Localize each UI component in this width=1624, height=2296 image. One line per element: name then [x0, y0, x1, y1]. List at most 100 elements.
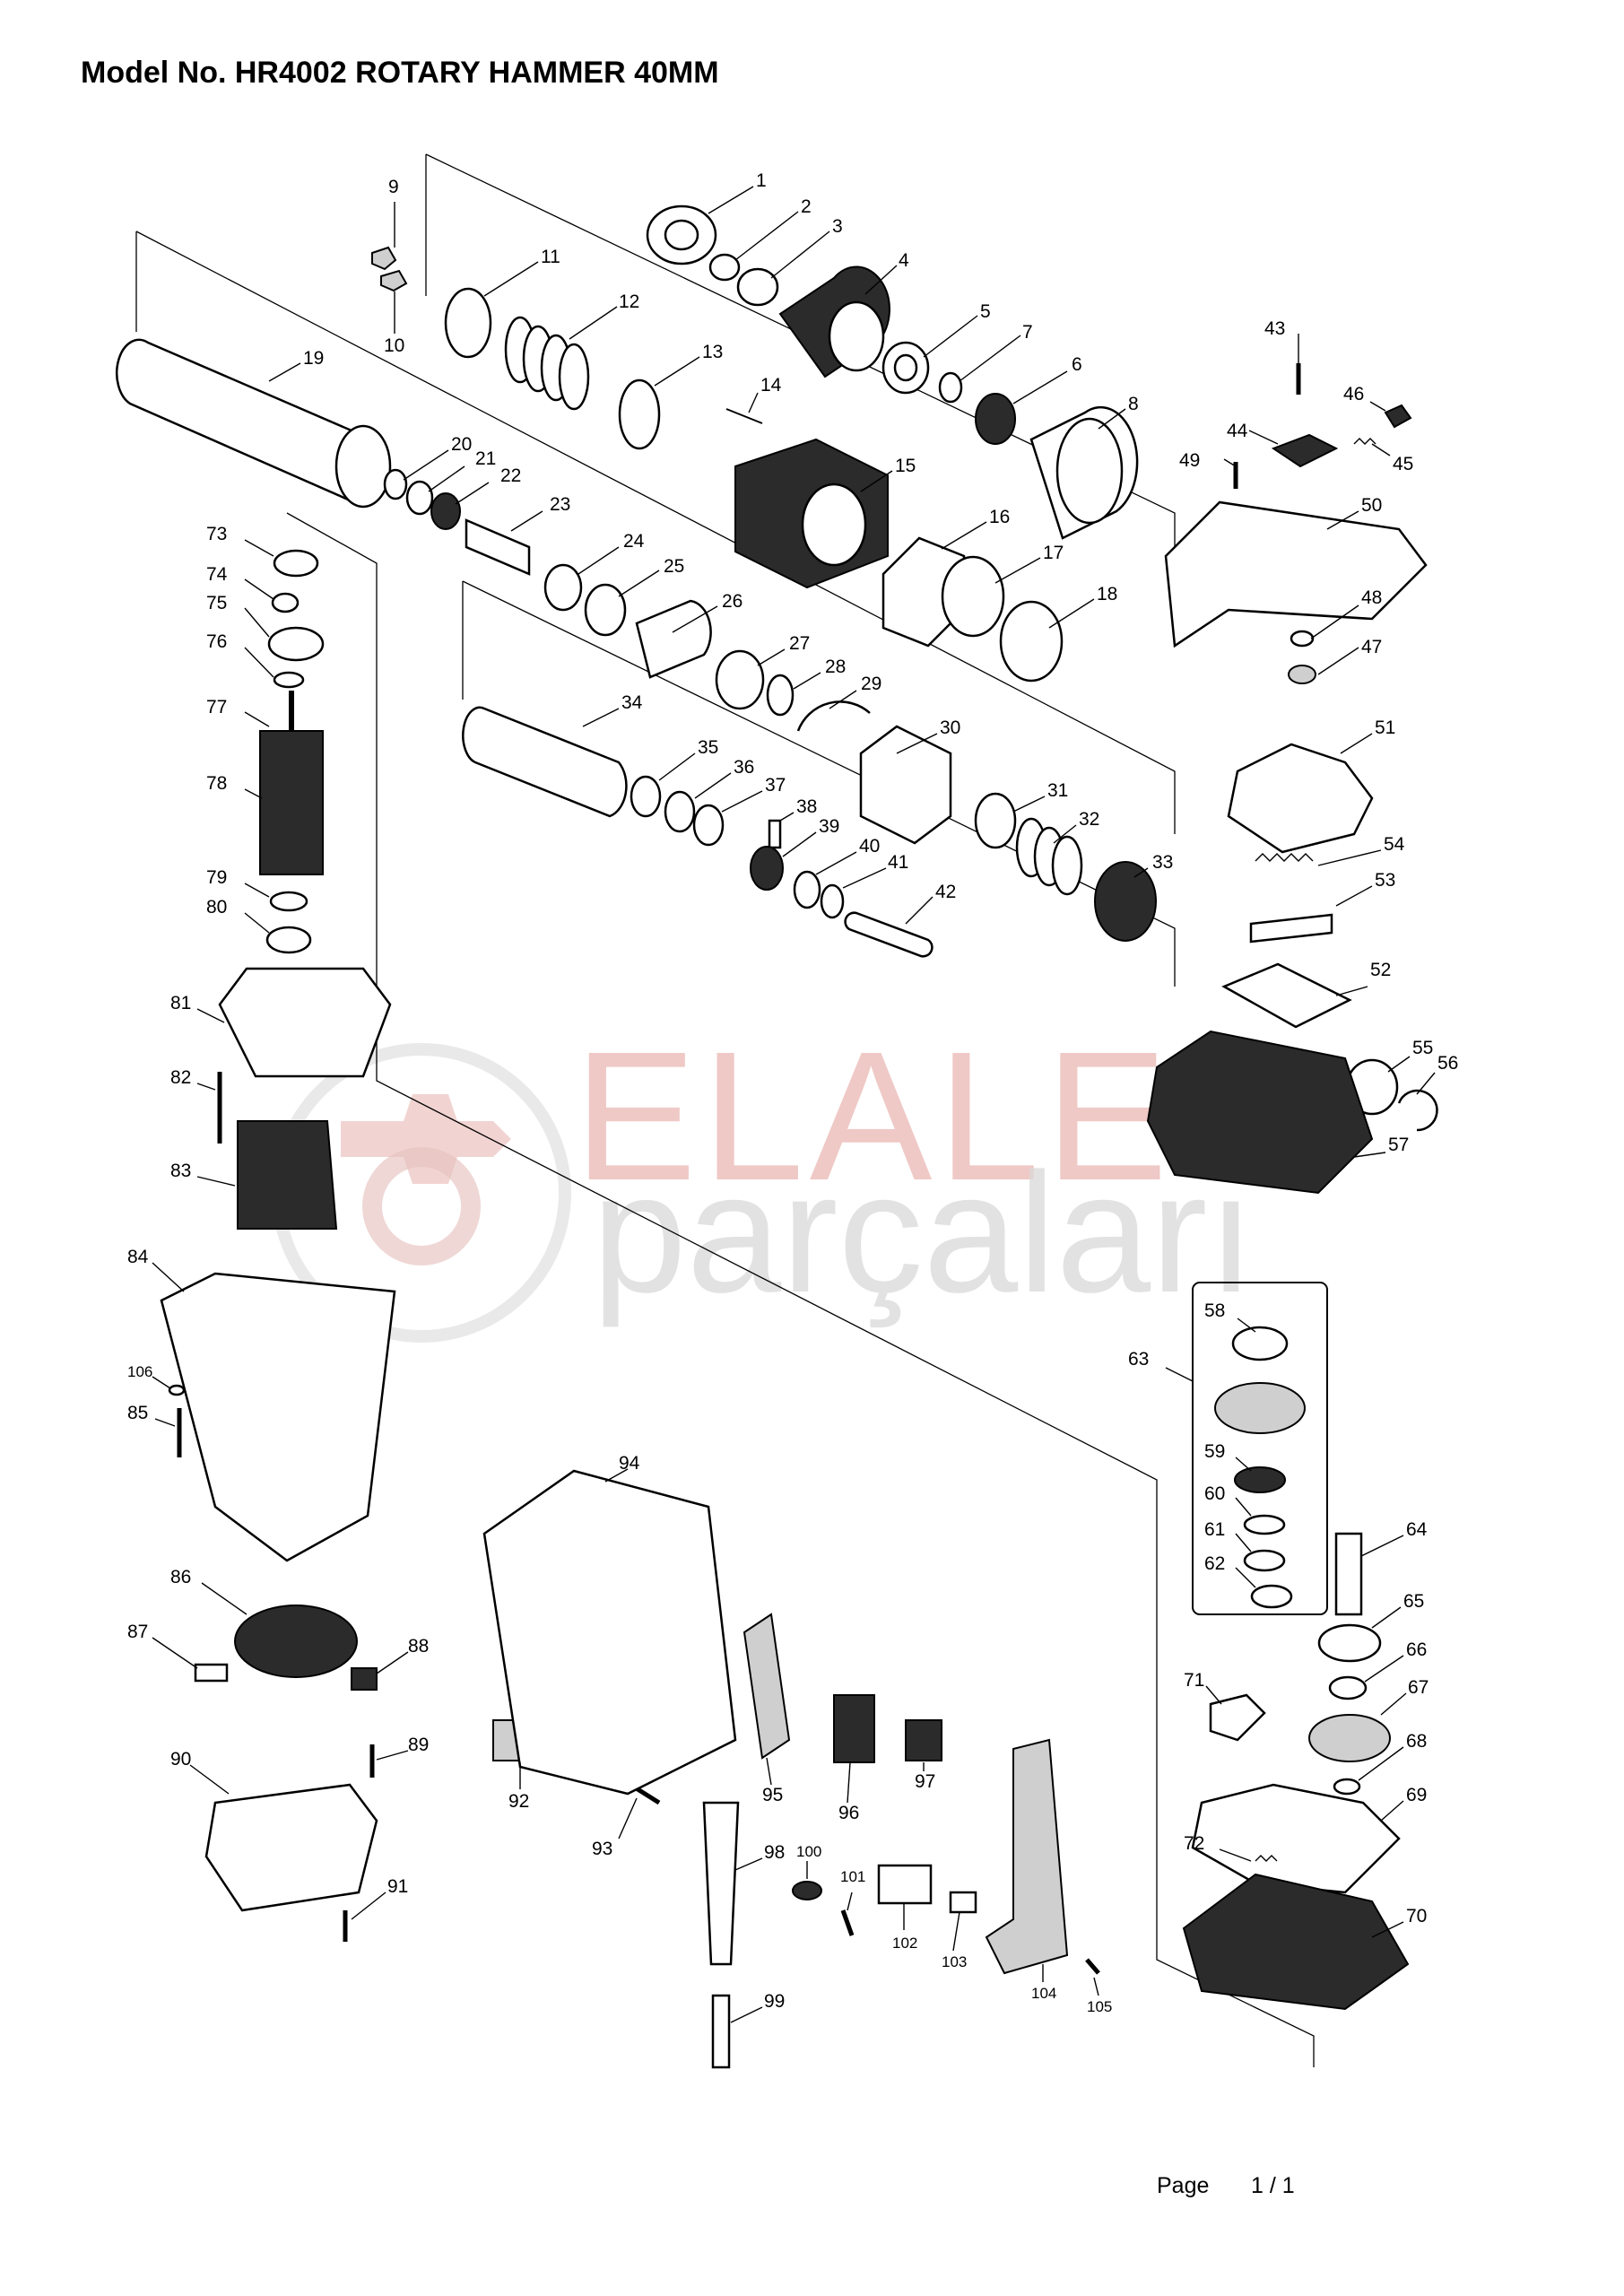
callout-64: 64 — [1406, 1519, 1428, 1540]
part-44-shape — [1271, 433, 1339, 468]
callout-99: 99 — [764, 1991, 785, 2012]
callout-86: 86 — [170, 1567, 191, 1587]
callout-63: 63 — [1128, 1349, 1149, 1370]
part-21-shape — [405, 480, 434, 516]
callout-17: 17 — [1043, 543, 1064, 563]
callout-82: 82 — [170, 1067, 191, 1088]
callout-33: 33 — [1152, 852, 1173, 873]
callout-70: 70 — [1406, 1906, 1427, 1926]
callout-53: 53 — [1375, 870, 1395, 891]
callout-57: 57 — [1388, 1135, 1409, 1155]
callout-26: 26 — [722, 591, 743, 612]
callout-76: 76 — [206, 631, 227, 652]
callout-25: 25 — [664, 556, 684, 577]
part-83-shape — [237, 1120, 338, 1230]
part-28-shape — [766, 674, 795, 717]
callout-16: 16 — [989, 507, 1010, 527]
callout-92: 92 — [508, 1791, 529, 1812]
part-81-shape — [218, 967, 392, 1078]
callout-68: 68 — [1406, 1731, 1427, 1752]
part-64-shape — [1334, 1532, 1363, 1616]
part-17-shape — [941, 555, 1005, 638]
callout-66: 66 — [1406, 1639, 1427, 1660]
callout-5: 5 — [980, 301, 991, 322]
callout-12: 12 — [619, 291, 639, 312]
callout-50: 50 — [1361, 495, 1382, 516]
callout-60: 60 — [1204, 1483, 1225, 1504]
callout-51: 51 — [1375, 718, 1395, 738]
callout-106: 106 — [127, 1363, 152, 1380]
callout-85: 85 — [127, 1403, 148, 1423]
callout-45: 45 — [1393, 454, 1413, 474]
callout-18: 18 — [1097, 584, 1117, 604]
part-40-shape — [793, 870, 821, 909]
part-61-shape — [1243, 1549, 1286, 1572]
callout-67: 67 — [1408, 1677, 1429, 1698]
part-53-shape — [1249, 913, 1333, 944]
part-71-shape — [1209, 1693, 1266, 1742]
callout-6: 6 — [1072, 354, 1082, 375]
part-73-shape — [273, 549, 319, 578]
callout-labels: 1 2 3 4 5 6 7 8 9 10 11 12 13 14 15 16 1… — [127, 170, 1458, 2015]
part-68-shape — [1333, 1778, 1361, 1796]
part-41-shape — [820, 883, 845, 919]
part-97-shape — [905, 1719, 942, 1761]
callout-49: 49 — [1179, 450, 1200, 471]
callout-72: 72 — [1184, 1833, 1204, 1854]
part-6-shape — [975, 393, 1016, 445]
part-46-shape — [1384, 404, 1412, 429]
callout-20: 20 — [451, 434, 472, 455]
callout-38: 38 — [796, 796, 817, 817]
part-9-shape — [371, 246, 397, 271]
part-22-shape — [430, 492, 461, 530]
callout-93: 93 — [592, 1839, 612, 1859]
part-23-shape — [465, 518, 531, 576]
part-34-shape — [462, 706, 628, 818]
part-90-shape — [204, 1783, 378, 1912]
part-7-shape — [938, 371, 963, 404]
part-87-shape — [194, 1663, 229, 1683]
part-24-shape — [543, 563, 583, 612]
part-88-shape — [351, 1667, 378, 1691]
page-number: 1 / 1 — [1251, 2173, 1295, 2198]
callout-36: 36 — [734, 757, 754, 778]
callout-4: 4 — [899, 250, 909, 271]
callout-74: 74 — [206, 564, 228, 585]
callout-83: 83 — [170, 1161, 191, 1181]
part-99-shape — [711, 1994, 731, 2069]
part-3-shape — [736, 267, 779, 307]
part-100-shape — [792, 1881, 822, 1900]
callout-96: 96 — [838, 1803, 859, 1823]
callout-24: 24 — [623, 531, 645, 552]
callout-43: 43 — [1264, 318, 1285, 339]
callout-80: 80 — [206, 897, 227, 918]
callout-97: 97 — [915, 1771, 935, 1792]
callout-37: 37 — [765, 775, 786, 796]
callout-95: 95 — [762, 1785, 783, 1805]
part-69-shape — [1191, 1783, 1401, 1894]
part-45-shape — [1353, 438, 1376, 445]
part-78-shape — [259, 730, 324, 875]
part-47-shape — [1288, 665, 1316, 684]
callout-79: 79 — [206, 867, 227, 888]
part-14-shape — [725, 408, 763, 424]
part-104-shape — [985, 1738, 1069, 1975]
part-38-shape — [768, 819, 782, 849]
callout-104: 104 — [1031, 1985, 1056, 2002]
callout-46: 46 — [1343, 384, 1364, 404]
callout-29: 29 — [861, 674, 881, 694]
callout-94: 94 — [619, 1453, 640, 1474]
part-101-shape — [840, 1909, 855, 1936]
callout-100: 100 — [796, 1843, 821, 1860]
callout-103: 103 — [942, 1953, 967, 1970]
part-106-shape — [168, 1384, 186, 1396]
part-96-shape — [833, 1694, 875, 1763]
callout-89: 89 — [408, 1735, 429, 1755]
part-31-shape — [974, 792, 1017, 849]
callout-32: 32 — [1079, 809, 1099, 830]
callout-77: 77 — [206, 697, 227, 718]
callout-41: 41 — [888, 852, 908, 873]
part-79-shape — [269, 891, 308, 912]
part-51-shape — [1227, 743, 1374, 854]
